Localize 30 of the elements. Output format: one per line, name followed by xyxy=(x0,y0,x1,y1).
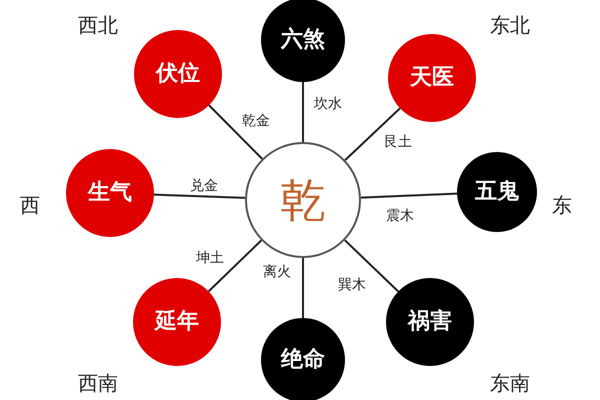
connector-line xyxy=(302,82,304,142)
circle-label: 绝命 xyxy=(281,349,325,371)
circle-label: 天医 xyxy=(410,67,454,89)
edge-label: 离火 xyxy=(261,265,293,279)
circle-label: 五鬼 xyxy=(475,181,519,203)
edge-label: 兑金 xyxy=(188,179,220,193)
direction-label: 东南 xyxy=(490,373,530,393)
connector-line xyxy=(360,192,458,199)
circle-label: 生气 xyxy=(88,182,132,204)
connector-line xyxy=(344,108,401,161)
connector-line xyxy=(302,258,304,318)
circle-label: 延年 xyxy=(155,311,199,333)
direction-label: 西 xyxy=(20,195,40,215)
circle-label: 六煞 xyxy=(281,29,325,51)
edge-label: 震木 xyxy=(384,209,416,223)
edge-label: 坎水 xyxy=(312,97,344,111)
connector-line xyxy=(208,240,262,292)
edge-label: 坤土 xyxy=(194,251,226,265)
direction-label: 东 xyxy=(552,195,572,215)
connector-line xyxy=(208,104,263,160)
edge-label: 乾金 xyxy=(240,114,272,128)
circle-label: 伏位 xyxy=(156,63,200,85)
connector-line xyxy=(344,239,399,292)
direction-label: 西北 xyxy=(78,15,118,35)
circle-label: 乾 xyxy=(280,177,326,223)
circle-label: 祸害 xyxy=(408,311,452,333)
direction-label: 西南 xyxy=(78,373,118,393)
connector-line xyxy=(154,194,246,199)
direction-label: 东北 xyxy=(490,15,530,35)
edge-label: 巽木 xyxy=(336,278,368,292)
